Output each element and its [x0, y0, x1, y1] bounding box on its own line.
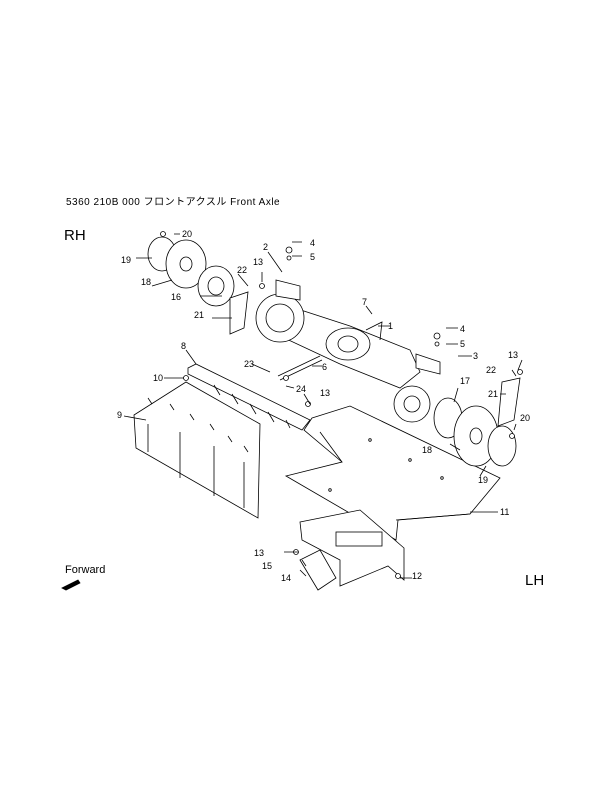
- side-label-rh: RH: [64, 227, 86, 244]
- side-label-lh: LH: [525, 572, 545, 589]
- callout-11: 11: [500, 507, 509, 517]
- callout-16: 16: [171, 292, 181, 302]
- callout-23: 23: [244, 359, 254, 369]
- callout-21-lh: 21: [488, 389, 498, 399]
- callout-20-rh: 20: [182, 229, 192, 239]
- callout-4-lh: 4: [460, 324, 465, 334]
- callout-labels: 1 2 3 4 5 4 5 6 7 8 9 10 11 12 13 13 13 …: [117, 229, 530, 583]
- callout-18-lh: 18: [422, 445, 432, 455]
- callout-3: 3: [473, 351, 478, 361]
- callout-18-rh: 18: [141, 277, 151, 287]
- callout-2: 2: [263, 242, 268, 252]
- front-guard-panel: [133, 381, 261, 519]
- bracket-plate: [187, 363, 311, 431]
- shield-lh: [497, 377, 521, 427]
- forward-arrow-icon: [61, 579, 81, 591]
- callout-22-rh: 22: [237, 265, 247, 275]
- callout-12: 12: [412, 571, 422, 581]
- callout-6: 6: [322, 362, 327, 372]
- callout-13-c: 13: [508, 350, 518, 360]
- callout-9: 9: [117, 410, 122, 420]
- shield-rh: [229, 291, 249, 335]
- callout-5: 5: [310, 252, 315, 262]
- callout-22-lh: 22: [486, 365, 496, 375]
- callout-1: 1: [388, 321, 393, 331]
- callout-5-lh: 5: [460, 339, 465, 349]
- callout-7: 7: [362, 297, 367, 307]
- callout-13-a: 13: [253, 257, 263, 267]
- callout-19-rh: 19: [121, 255, 131, 265]
- callout-20-lh: 20: [520, 413, 530, 423]
- callout-13-d: 13: [254, 548, 264, 558]
- callout-24: 24: [296, 384, 306, 394]
- lower-bracket: [299, 509, 405, 587]
- callout-15: 15: [262, 561, 272, 571]
- callout-21-rh: 21: [194, 310, 204, 320]
- callout-10: 10: [153, 373, 163, 383]
- callout-14: 14: [281, 573, 291, 583]
- under-cover-plate: [284, 405, 501, 541]
- page-title: 5360 210B 000 フロントアクスル Front Axle: [66, 197, 281, 208]
- callout-17: 17: [460, 376, 470, 386]
- callout-13-b: 13: [320, 388, 330, 398]
- callout-8: 8: [181, 341, 186, 351]
- forward-label: Forward: [65, 564, 106, 576]
- callout-19-lh: 19: [478, 475, 488, 485]
- callout-4: 4: [310, 238, 315, 248]
